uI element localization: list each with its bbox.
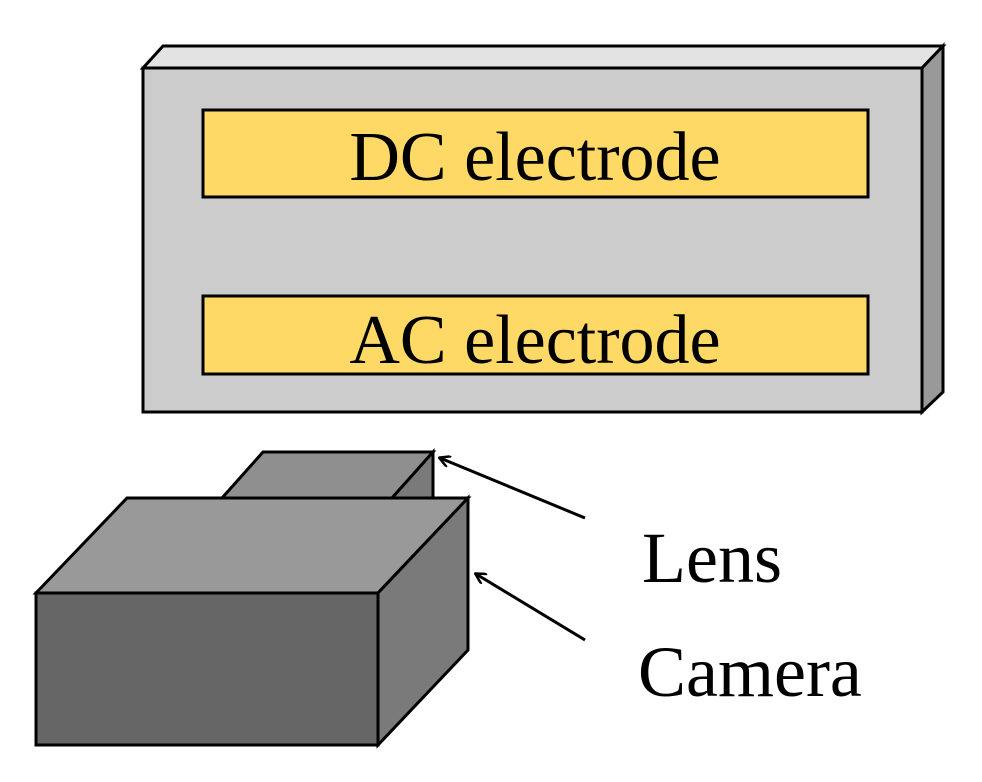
dc-electrode-label: DC electrode xyxy=(349,119,720,196)
lens-label: Lens xyxy=(642,518,782,598)
panel-side-face xyxy=(920,42,945,416)
camera-pointer-arrow xyxy=(476,574,586,642)
camera-label: Camera xyxy=(638,632,862,712)
ac-electrode xyxy=(201,294,870,376)
panel-top-face xyxy=(139,44,947,70)
camera xyxy=(32,494,472,749)
lens-pointer-arrow xyxy=(440,458,586,520)
ac-electrode-label: AC electrode xyxy=(349,302,720,379)
camera-front-face xyxy=(34,591,380,747)
electrode-panel: DC electrode AC electrode xyxy=(139,42,947,416)
dc-electrode xyxy=(201,108,870,199)
